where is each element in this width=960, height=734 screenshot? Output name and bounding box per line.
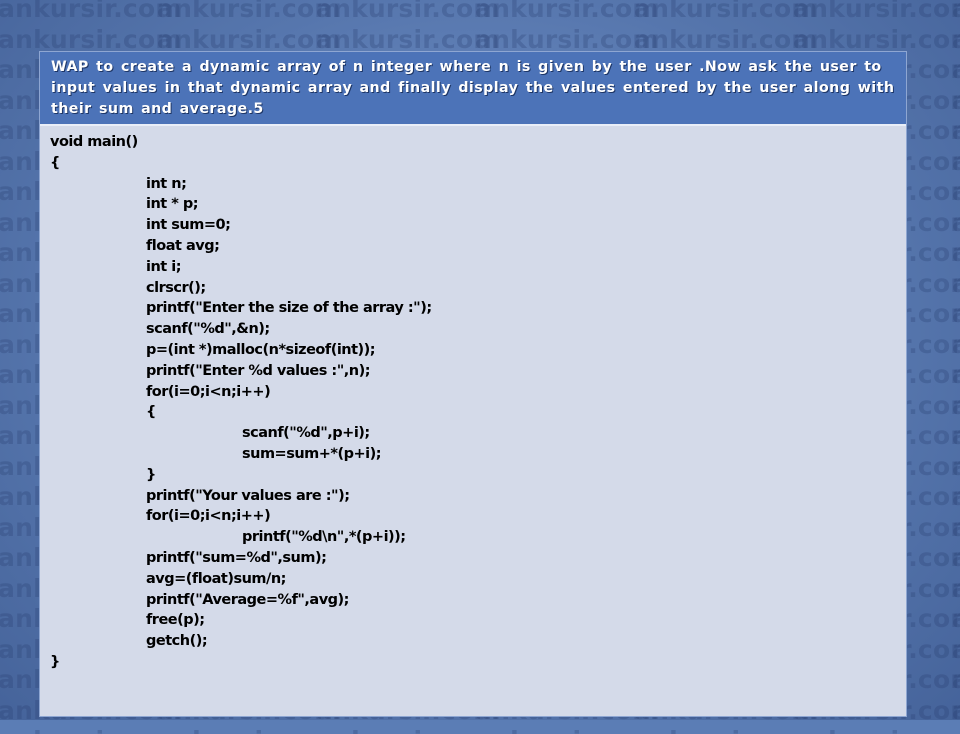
code-line: printf("%d\n",*(p+i)); bbox=[242, 529, 406, 546]
watermark-text: ankursir.com bbox=[952, 665, 960, 694]
watermark-text: ankursir.com bbox=[952, 360, 960, 389]
watermark-text: ankursir.com bbox=[952, 696, 960, 725]
watermark-text: ankursir.com bbox=[952, 177, 960, 206]
code-line: int sum=0; bbox=[146, 217, 231, 234]
watermark-text: ankursir.com bbox=[0, 24, 182, 54]
code-listing: void main() { int n; int * p; int sum=0; floa… bbox=[50, 132, 890, 673]
code-line: for(i=0;i<n;i++) bbox=[146, 383, 271, 400]
code-line: avg=(float)sum/n; bbox=[146, 570, 286, 587]
watermark-text: ankursir.com bbox=[952, 55, 960, 84]
code-line: { bbox=[50, 154, 60, 171]
watermark-text: ankursir.com bbox=[0, 0, 182, 23]
watermark-row: ankursir.comankursir.comankursir.comanku… bbox=[0, 25, 960, 54]
watermark-text: ankursir.com bbox=[157, 726, 340, 734]
code-line: getch(); bbox=[146, 633, 208, 650]
code-line: } bbox=[146, 466, 156, 483]
watermark-text: ankursir.com bbox=[316, 726, 499, 734]
code-line: { bbox=[146, 404, 156, 421]
code-line: scanf("%d",p+i); bbox=[242, 425, 370, 442]
watermark-text: ankursir.com bbox=[157, 0, 341, 23]
watermark-text: ankursir.com bbox=[952, 25, 960, 54]
question-banner: WAP to create a dynamic array of n integ… bbox=[40, 52, 906, 126]
code-line: printf("Enter %d values :",n); bbox=[146, 362, 371, 379]
code-line: sum=sum+*(p+i); bbox=[242, 445, 382, 462]
watermark-text: ankursir.com bbox=[952, 543, 960, 572]
watermark-text: ankursir.com bbox=[316, 24, 500, 54]
watermark-text: ankursir.com bbox=[475, 726, 658, 734]
watermark-text: ankursir.com bbox=[952, 330, 960, 359]
watermark-text: ankursir.com bbox=[793, 726, 960, 734]
watermark-text: ankursir.com bbox=[952, 513, 960, 542]
code-line: free(p); bbox=[146, 612, 205, 629]
watermark-text: ankursir.com bbox=[952, 635, 960, 664]
watermark-text: ankursir.com bbox=[952, 482, 960, 511]
code-line: printf("sum=%d",sum); bbox=[146, 549, 327, 566]
code-line: } bbox=[50, 653, 60, 670]
code-line: printf("Enter the size of the array :"); bbox=[146, 300, 432, 317]
watermark-text: ankursir.com bbox=[952, 208, 960, 237]
code-line: scanf("%d",&n); bbox=[146, 321, 270, 338]
code-line: int * p; bbox=[146, 196, 199, 213]
watermark-text: ankursir.com bbox=[157, 24, 341, 54]
code-line: void main() bbox=[50, 134, 138, 150]
watermark-text: ankursir.com bbox=[793, 0, 960, 23]
watermark-text: ankursir.com bbox=[952, 0, 960, 23]
watermark-text: ankursir.com bbox=[634, 726, 817, 734]
watermark-text: ankursir.com bbox=[952, 299, 960, 328]
watermark-text: ankursir.com bbox=[952, 238, 960, 267]
watermark-text: ankursir.com bbox=[952, 391, 960, 420]
watermark-row: ankursir.comankursir.comankursir.comanku… bbox=[0, 726, 960, 734]
code-line: printf("Average=%f",avg); bbox=[146, 591, 349, 608]
watermark-text: ankursir.com bbox=[952, 86, 960, 115]
watermark-text: ankursir.com bbox=[952, 452, 960, 481]
watermark-text: ankursir.com bbox=[952, 726, 960, 734]
watermark-text: ankursir.com bbox=[634, 24, 818, 54]
code-line: float avg; bbox=[146, 237, 220, 254]
watermark-text: ankursir.com bbox=[952, 116, 960, 145]
watermark-row: ankursir.comankursir.comankursir.comanku… bbox=[0, 0, 960, 23]
code-line: for(i=0;i<n;i++) bbox=[146, 508, 271, 525]
watermark-text: ankursir.com bbox=[952, 574, 960, 603]
watermark-text: ankursir.com bbox=[0, 726, 181, 734]
watermark-text: ankursir.com bbox=[952, 604, 960, 633]
watermark-text: ankursir.com bbox=[952, 269, 960, 298]
code-line: printf("Your values are :"); bbox=[146, 487, 350, 504]
code-line: int n; bbox=[146, 175, 187, 192]
watermark-text: ankursir.com bbox=[793, 24, 960, 54]
code-line: clrscr(); bbox=[146, 279, 206, 296]
code-line: int i; bbox=[146, 258, 182, 275]
watermark-text: ankursir.com bbox=[952, 421, 960, 450]
watermark-text: ankursir.com bbox=[316, 0, 500, 23]
code-line: p=(int *)malloc(n*sizeof(int)); bbox=[146, 341, 376, 358]
watermark-text: ankursir.com bbox=[475, 0, 659, 23]
slide-panel: WAP to create a dynamic array of n integ… bbox=[40, 52, 906, 716]
watermark-text: ankursir.com bbox=[634, 0, 818, 23]
question-text: WAP to create a dynamic array of n integ… bbox=[51, 59, 895, 117]
watermark-text: ankursir.com bbox=[475, 24, 659, 54]
watermark-text: ankursir.com bbox=[952, 147, 960, 176]
